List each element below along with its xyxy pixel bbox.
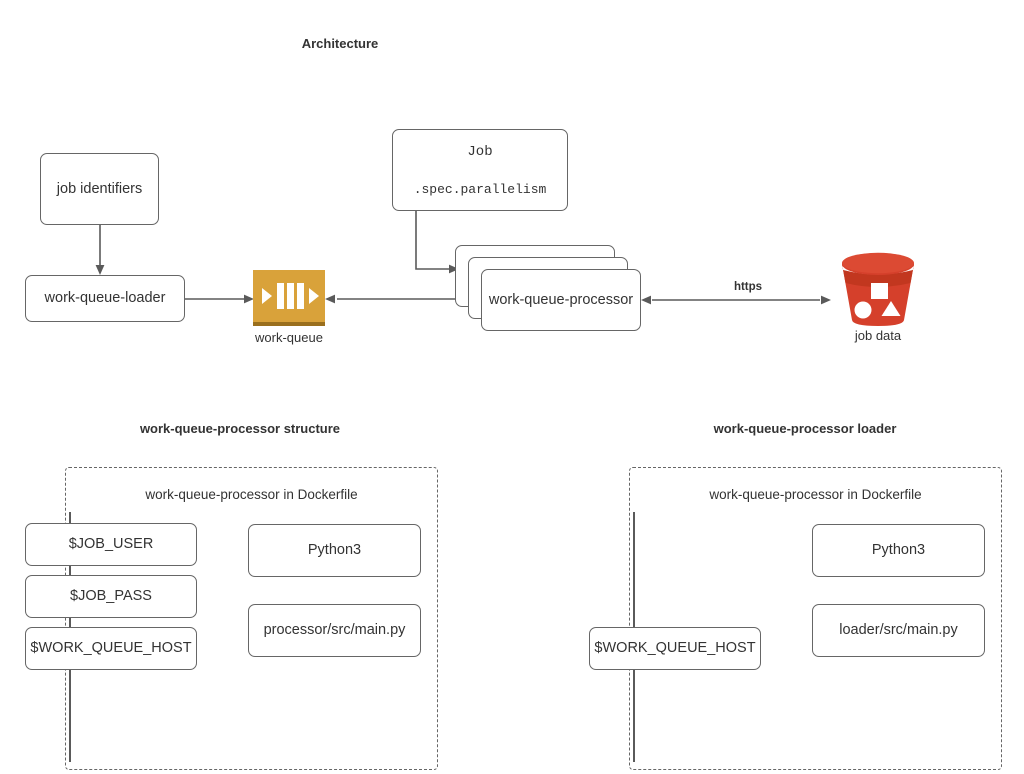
job-spec-parallelism: .spec.parallelism — [413, 181, 547, 197]
component-box-loader-main[interactable]: loader/src/main.py — [812, 604, 985, 657]
env-var-box-loader-work-queue-host[interactable]: $WORK_QUEUE_HOST — [589, 627, 761, 670]
loader-dockerfile-group — [629, 467, 1002, 770]
processor-dockerfile-group — [65, 467, 438, 770]
component-box-loader-python3[interactable]: Python3 — [812, 524, 985, 577]
env-var-box-job-pass[interactable]: $JOB_PASS — [25, 575, 197, 618]
node-work-queue-processor[interactable]: work-queue-processor — [481, 269, 641, 331]
edge-processor-to-work-queue — [325, 294, 465, 304]
env-var-box-job-user[interactable]: $JOB_USER — [25, 523, 197, 566]
loader-dockerfile-group-label: work-queue-processor in Dockerfile — [709, 487, 922, 502]
work-queue-caption: work-queue — [255, 330, 323, 345]
node-work-queue-loader[interactable]: work-queue-loader — [25, 275, 185, 322]
job-data-caption: job data — [854, 328, 902, 343]
job-data-bucket-icon[interactable] — [836, 252, 920, 330]
job-kind-label: Job — [467, 144, 493, 160]
edge-job-identifiers-to-loader — [95, 225, 105, 275]
env-var-box-work-queue-host[interactable]: $WORK_QUEUE_HOST — [25, 627, 197, 670]
edge-processor-to-job-data — [641, 295, 831, 305]
node-job[interactable]: Job .spec.parallelism — [392, 129, 568, 211]
edge-job-to-processor — [415, 211, 459, 274]
component-box-processor-main[interactable]: processor/src/main.py — [248, 604, 421, 657]
processor-dockerfile-group-label: work-queue-processor in Dockerfile — [145, 487, 358, 502]
edge-loader-to-work-queue — [185, 294, 254, 304]
work-queue-icon[interactable] — [253, 270, 325, 328]
component-box-python3[interactable]: Python3 — [248, 524, 421, 577]
node-job-identifiers[interactable]: job identifiers — [40, 153, 159, 225]
queue-icon-glyph — [262, 283, 319, 309]
queue-icon-base — [253, 322, 325, 326]
loader-structure-title: work-queue-processor loader — [713, 421, 897, 436]
processor-structure-title: work-queue-processor structure — [139, 421, 341, 436]
edge-label-https: https — [733, 281, 763, 293]
architecture-title: Architecture — [301, 36, 379, 51]
